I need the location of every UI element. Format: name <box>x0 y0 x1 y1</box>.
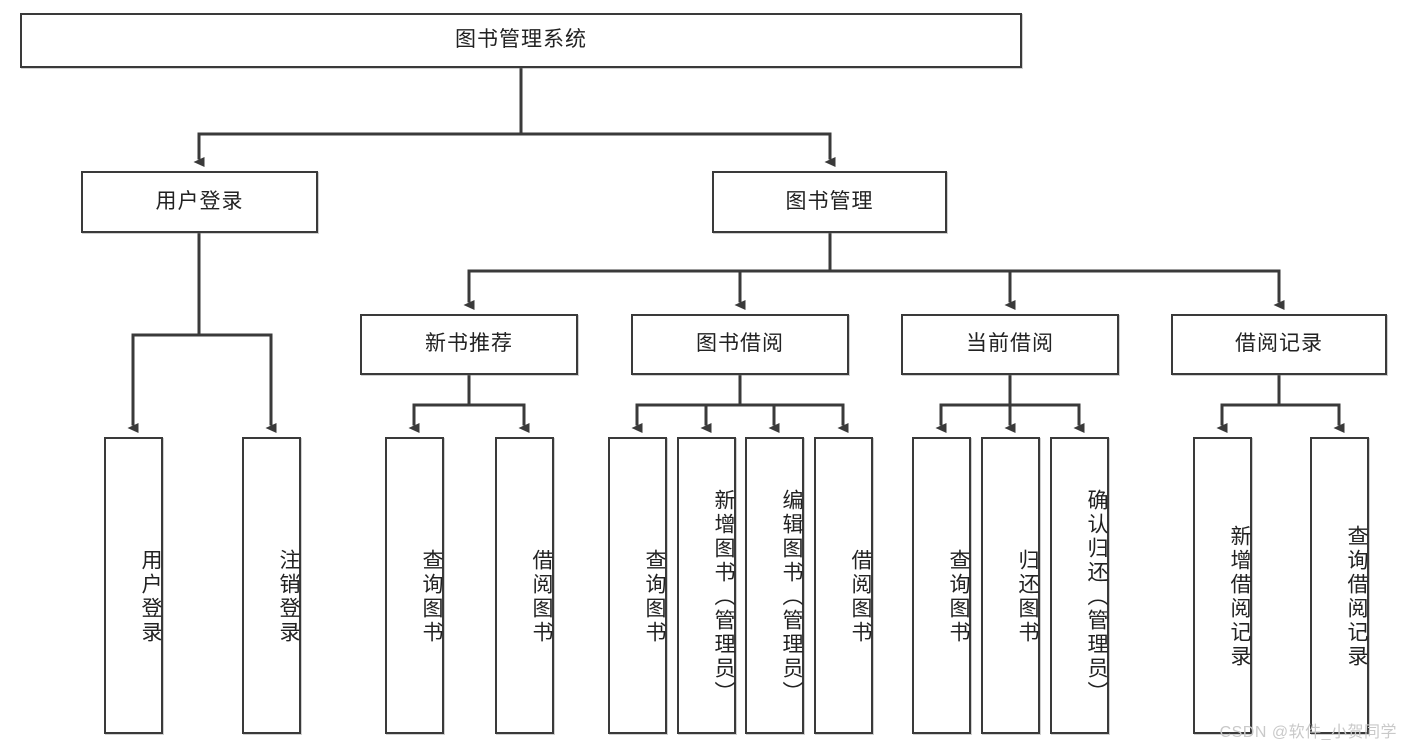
node-label: 图书管理 <box>785 189 874 213</box>
leaf-recommend-query-book[interactable]: 查询图书 <box>385 437 444 734</box>
leaf-recommend-borrow-book[interactable]: 借阅图书 <box>495 437 554 734</box>
watermark-text: CSDN @软件_小贺同学 <box>1219 724 1397 741</box>
leaf-current-confirm-return-admin[interactable]: 确认归还（管理员） <box>1050 437 1109 734</box>
leaf-record-add-borrow-record[interactable]: 新增借阅记录 <box>1193 437 1252 734</box>
node-label: 查询图书 <box>420 548 443 645</box>
node-label: 当前借阅 <box>966 332 1054 356</box>
node-label: 用户登录 <box>139 548 162 645</box>
leaf-borrow-borrow-book[interactable]: 借阅图书 <box>814 437 873 734</box>
node-label: 借阅图书 <box>849 548 872 645</box>
node-current-borrow[interactable]: 当前借阅 <box>901 314 1119 375</box>
node-label: 查询图书 <box>947 548 970 645</box>
node-book-borrow[interactable]: 图书借阅 <box>631 314 849 375</box>
leaf-record-query-borrow-record[interactable]: 查询借阅记录 <box>1310 437 1369 734</box>
node-label: 新增借阅记录 <box>1228 524 1251 669</box>
node-label: 编辑图书（管理员） <box>780 488 803 705</box>
node-label: 新增图书（管理员） <box>712 488 735 705</box>
node-label: 新书推荐 <box>425 332 513 356</box>
leaf-current-return-book[interactable]: 归还图书 <box>981 437 1040 734</box>
node-label: 图书管理系统 <box>455 28 587 52</box>
node-new-book-recommend[interactable]: 新书推荐 <box>360 314 578 375</box>
node-label: 借阅记录 <box>1235 332 1323 356</box>
node-label: 查询借阅记录 <box>1345 524 1368 669</box>
node-borrow-record[interactable]: 借阅记录 <box>1171 314 1387 375</box>
node-root-system[interactable]: 图书管理系统 <box>20 13 1022 68</box>
leaf-borrow-edit-book-admin[interactable]: 编辑图书（管理员） <box>745 437 804 734</box>
leaf-current-query-book[interactable]: 查询图书 <box>912 437 971 734</box>
leaf-borrow-query-book[interactable]: 查询图书 <box>608 437 667 734</box>
node-label: 图书借阅 <box>696 332 784 356</box>
node-user-login[interactable]: 用户登录 <box>81 171 318 233</box>
node-book-management[interactable]: 图书管理 <box>712 171 947 233</box>
node-label: 归还图书 <box>1016 548 1039 645</box>
node-label: 用户登录 <box>155 189 244 213</box>
node-label: 借阅图书 <box>530 548 553 645</box>
node-label: 查询图书 <box>643 548 666 645</box>
node-label: 注销登录 <box>277 548 300 645</box>
leaf-logout-login[interactable]: 注销登录 <box>242 437 301 734</box>
leaf-borrow-add-book-admin[interactable]: 新增图书（管理员） <box>677 437 736 734</box>
node-label: 确认归还（管理员） <box>1085 488 1108 705</box>
leaf-user-login[interactable]: 用户登录 <box>104 437 163 734</box>
